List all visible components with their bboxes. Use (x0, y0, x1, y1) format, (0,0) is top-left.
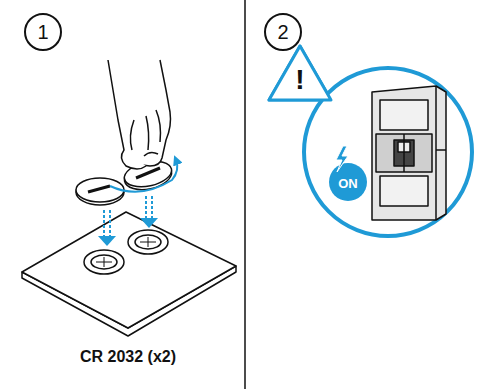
warning-mark: ! (295, 66, 304, 94)
warning-triangle (269, 46, 331, 100)
battery-type: CR 2032 (x2) (80, 349, 176, 365)
circuit-breaker (372, 86, 446, 220)
step-number-text: 1 (37, 22, 48, 42)
on-badge (329, 163, 367, 201)
on-label: ON (338, 177, 358, 190)
step-number: 1 (24, 13, 62, 51)
highlight-circle (304, 68, 472, 236)
warning-triangle (269, 46, 331, 100)
panel-divider (244, 0, 246, 389)
remote-control (22, 212, 236, 336)
hand (108, 60, 171, 169)
lightning-symbol (336, 146, 348, 172)
step-number: 2 (264, 13, 302, 51)
step-number-text: 2 (277, 22, 288, 42)
